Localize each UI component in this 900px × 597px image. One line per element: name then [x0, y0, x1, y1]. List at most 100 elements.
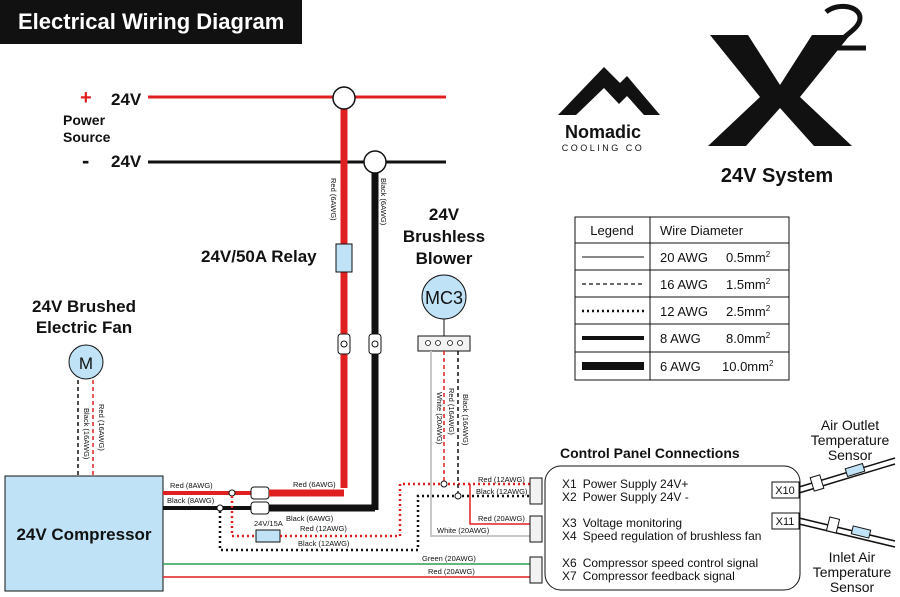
minus-sign: -	[82, 148, 89, 173]
outlet-sensor-label-1: Air Outlet	[821, 417, 879, 433]
legend-mm-12: 2.5mm2	[726, 304, 771, 319]
fan-red-wire-label: Red (16AWG)	[97, 404, 106, 451]
terminal-block-x1-x2	[529, 477, 543, 505]
compressor-red-connector	[250, 486, 270, 500]
fuse-box	[255, 529, 281, 543]
red-12awg-mid-label: Red (12AWG)	[300, 524, 347, 533]
brand-subtitle: COOLING CO	[562, 143, 645, 153]
terminal-block-x3-x4	[529, 515, 543, 543]
x2-logo-icon	[708, 3, 866, 146]
compressor-box	[4, 475, 164, 592]
black-wire-connector-pin	[371, 340, 379, 348]
green-20awg-label: Green (20AWG)	[422, 554, 476, 563]
red-branch-node	[228, 489, 236, 497]
mountain-icon	[558, 67, 660, 115]
power-source-label-1: Power	[63, 112, 106, 128]
blower-title-line3: Blower	[416, 249, 473, 268]
fan-black-wire-label: Black (16AWG)	[82, 408, 91, 460]
x10-connector	[771, 481, 800, 499]
legend-mm-20: 0.5mm2	[726, 250, 771, 265]
blower-black-wire-label: Black (16AWG)	[461, 394, 470, 446]
x11-label: X11	[776, 516, 795, 528]
compressor-black-connector	[250, 501, 270, 515]
fan-title-line1: 24V Brushed	[32, 297, 136, 316]
fan-motor-letter: M	[79, 354, 93, 373]
red-wire-connector	[337, 333, 351, 355]
fan-motor-symbol	[68, 344, 104, 380]
plus-voltage-label: 24V	[111, 90, 142, 109]
fan-title-line2: Electric Fan	[36, 318, 132, 337]
legend-mm-8: 8.0mm2	[726, 331, 771, 346]
black-12awg-top-label: Black (12AWG)	[476, 487, 528, 496]
system-label: 24V System	[721, 165, 833, 187]
inlet-sensor-label-2: Temperature	[813, 564, 892, 580]
black-6awg-vertical-label: Black (6AWG)	[379, 178, 388, 226]
black-12awg-low-label: Black (12AWG)	[298, 539, 350, 548]
legend-awg-6: 6 AWG	[660, 359, 701, 374]
legend-mm-16: 1.5mm2	[726, 277, 771, 292]
outlet-sensor-label-3: Sensor	[828, 447, 873, 463]
blower-pin-4	[457, 340, 463, 346]
legend-header-1: Legend	[590, 223, 633, 238]
outlet-sensor-plug	[809, 474, 825, 492]
x10-label: X10	[775, 485, 795, 497]
red-12awg-top-label: Red (12AWG)	[478, 475, 525, 484]
blower-pin-1	[425, 340, 431, 346]
legend-mm-6: 10.0mm2	[722, 359, 774, 374]
inlet-sensor-probe	[850, 525, 872, 539]
legend-header-2: Wire Diameter	[660, 223, 744, 238]
red-wire-connector-pin	[340, 340, 348, 348]
inlet-sensor-label-3: Sensor	[830, 579, 875, 595]
black-wire-connector	[368, 333, 382, 355]
blower-pin-2	[435, 340, 441, 346]
minus-voltage-label: 24V	[111, 152, 142, 171]
page-title: Electrical Wiring Diagram	[0, 0, 302, 44]
blower-title-line1: 24V	[429, 205, 460, 224]
inlet-sensor-wire-1	[798, 517, 896, 542]
terminal-block-x6-x7	[529, 556, 543, 584]
power-source-label-2: Source	[63, 129, 111, 145]
inlet-sensor-label-1: Inlet Air	[829, 549, 876, 565]
blower-white-wire-label: White (20AWG)	[435, 392, 444, 445]
blower-red-node	[440, 480, 448, 488]
red-20awg-low-label: Red (20AWG)	[428, 567, 475, 576]
control-panel-box	[544, 465, 801, 591]
blower-motor-label: MC3	[425, 288, 463, 308]
blower-red-wire-label: Red (16AWG)	[447, 388, 456, 435]
negative-junction-node	[363, 150, 387, 174]
compressor-red-8awg-label: Red (8AWG)	[170, 481, 213, 490]
white-20awg-label: White (20AWG)	[437, 526, 490, 535]
x11-connector	[771, 512, 800, 530]
outlet-sensor-probe	[844, 462, 866, 478]
red-20awg-voltage-wire	[469, 484, 540, 525]
legend-awg-8: 8 AWG	[660, 331, 701, 346]
blower-white-wire	[430, 351, 540, 537]
brand-name: Nomadic	[565, 122, 641, 142]
plus-sign: +	[80, 87, 92, 109]
black-branch-node	[216, 504, 224, 512]
legend-awg-20: 20 AWG	[660, 250, 708, 265]
legend-table	[574, 216, 790, 381]
legend-awg-12: 12 AWG	[660, 304, 708, 319]
compressor-label: 24V Compressor	[16, 525, 151, 544]
inlet-sensor-plug	[825, 516, 841, 534]
fuse-label: 24V/15A	[254, 519, 283, 528]
blower-black-node	[454, 492, 462, 500]
outlet-sensor-label-2: Temperature	[811, 432, 890, 448]
relay-label: 24V/50A Relay	[201, 247, 317, 266]
red-6awg-horizontal-label: Red (6AWG)	[293, 480, 336, 489]
blower-pin-3	[447, 340, 453, 346]
relay-box	[335, 243, 353, 273]
legend-awg-16: 16 AWG	[660, 277, 708, 292]
red-12awg-fuse-wire	[230, 496, 256, 538]
control-panel-title: Control Panel Connections	[560, 445, 740, 461]
blower-title-line2: Brushless	[403, 227, 485, 246]
